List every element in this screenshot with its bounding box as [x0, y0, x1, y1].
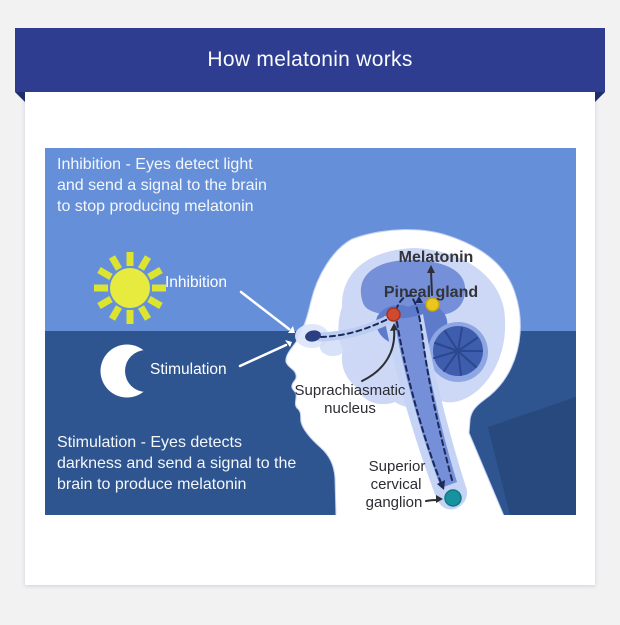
moon-icon — [100, 344, 167, 398]
pathway-down-arrowhead — [437, 480, 445, 490]
sun-core — [110, 268, 150, 308]
cerebellum-folds — [433, 327, 483, 376]
header-bar: How melatonin works — [15, 28, 605, 92]
pathway-eye-to-scn — [320, 318, 389, 338]
pineal-gland-label: Pineal gland — [384, 284, 478, 301]
scn-label-line1: Suprachiasmatic — [295, 382, 406, 399]
night-caption-line2: darkness and send a signal to the — [57, 455, 296, 472]
melatonin-label: Melatonin — [399, 249, 474, 266]
inhibition-label: Inhibition — [165, 274, 227, 291]
inhibition-arrow — [239, 290, 291, 331]
night-shadow-corner — [488, 397, 576, 515]
stimulation-arrow — [238, 343, 288, 368]
pathway-scn-down — [396, 321, 442, 484]
night-caption: Stimulation - Eyes detects darkness and … — [57, 434, 296, 493]
melatonin-diagram: Inhibition Stimulation Melatonin Pinea — [45, 148, 576, 517]
scg-label-line1: Superior — [369, 458, 426, 475]
sun-rays — [94, 252, 166, 324]
pathway-scn-to-pineal — [395, 294, 414, 311]
eye-back-halo — [320, 338, 346, 356]
scn-label-line2: nucleus — [324, 400, 376, 417]
scg-label-arrowhead — [436, 495, 443, 503]
day-caption-line1: Inhibition - Eyes detect light — [57, 156, 253, 173]
eye-icon — [305, 330, 321, 342]
night-caption-line1: Stimulation - Eyes detects — [57, 434, 242, 451]
day-caption-line3: to stop producing melatonin — [57, 198, 254, 215]
scn-label-arrow — [361, 328, 396, 382]
scn-dot — [386, 307, 401, 322]
scg-label-line2: cervical — [371, 476, 422, 493]
scg-label-line3: ganglion — [366, 494, 423, 511]
pathway-scg-up — [412, 298, 453, 481]
night-caption-line3: brain to produce melatonin — [57, 476, 246, 493]
scg-label-arrow — [425, 499, 438, 502]
stimulation-arrowhead — [285, 340, 292, 347]
sun-icon — [94, 252, 166, 324]
stimulation-label: Stimulation — [150, 361, 227, 378]
day-caption-line2: and send a signal to the brain — [57, 177, 267, 194]
page-title: How melatonin works — [207, 48, 413, 71]
scg-dot — [444, 489, 462, 507]
header-fold-right — [595, 92, 605, 102]
melatonin-arrow — [430, 270, 433, 296]
moon-cutout — [125, 350, 167, 392]
day-caption: Inhibition - Eyes detect light and send … — [57, 156, 267, 215]
diagram-container: Inhibition Stimulation Melatonin Pinea — [45, 148, 576, 517]
inhibition-arrowhead — [288, 326, 295, 333]
pathway-pineal-arrowhead — [415, 296, 423, 303]
scn-label-arrowhead — [390, 323, 398, 331]
pineal-gland-dot — [425, 297, 440, 312]
header-fold-left — [15, 92, 25, 102]
melatonin-arrowhead — [427, 265, 435, 273]
cerebellum — [428, 322, 488, 382]
spinal-core — [394, 315, 457, 488]
